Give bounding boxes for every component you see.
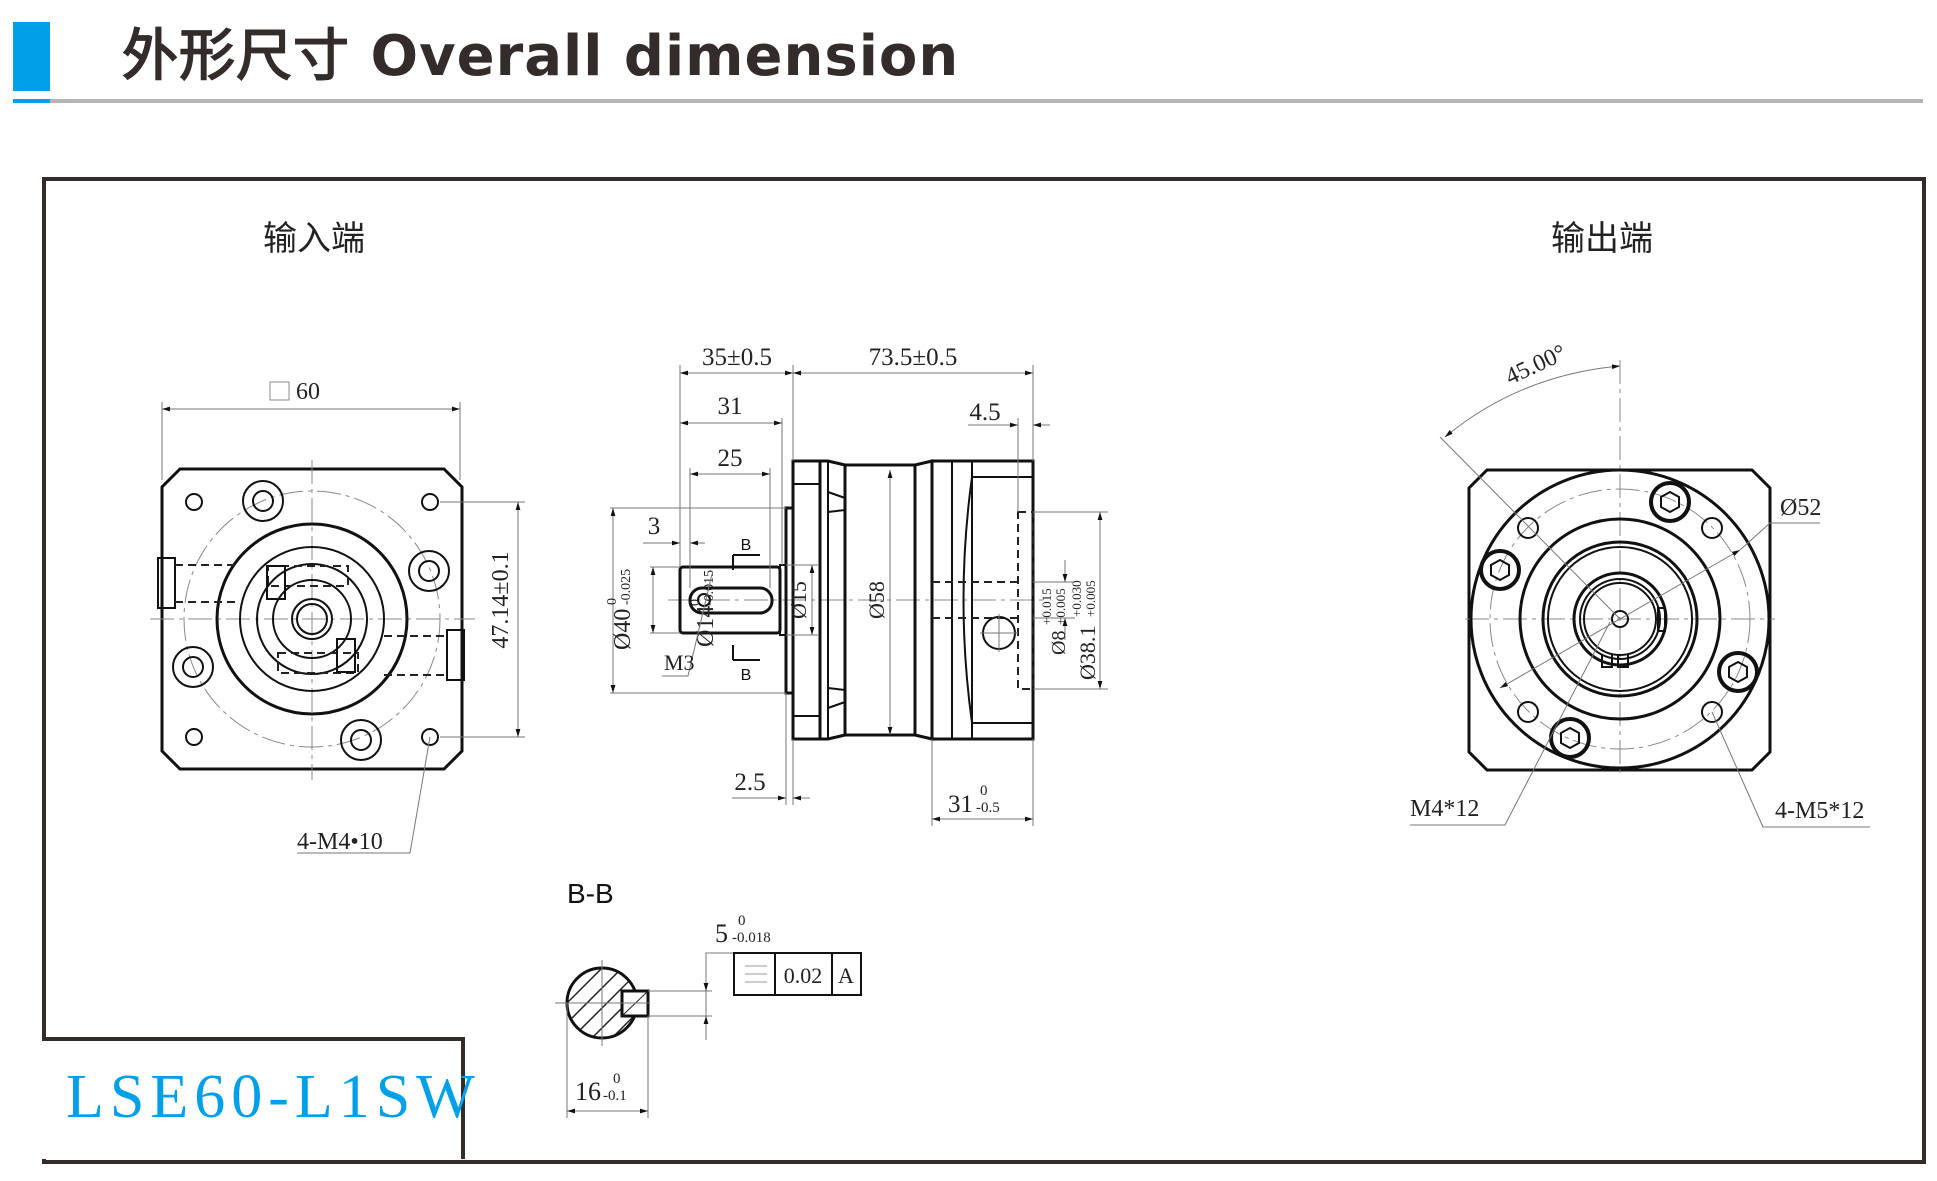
- dim-d15: Ø15: [786, 581, 811, 619]
- header-accent-square: [13, 22, 50, 91]
- square-symbol-icon: [269, 381, 290, 401]
- dim-d58: Ø58: [864, 581, 889, 619]
- dim-d38-1: Ø38.1 +0.030 +0.005: [1069, 580, 1100, 680]
- square-size-dim: 60: [296, 379, 320, 405]
- angle-dim: 45.00°: [1502, 340, 1571, 390]
- height-dim: 16: [575, 1077, 601, 1106]
- output-end-label: 输出端: [1551, 219, 1653, 259]
- pcd-dim: Ø52: [1780, 495, 1821, 521]
- dim-4-5: 4.5: [969, 399, 1000, 426]
- output-holes-callout: 4-M5*12: [1775, 798, 1864, 824]
- dim-31-bottom-upper: 0: [980, 783, 988, 799]
- screw-callout: M4*12: [1410, 796, 1479, 822]
- dim-d14-upper: 0: [688, 599, 703, 606]
- dim-d38-1-value: Ø38.1: [1075, 626, 1100, 680]
- thread-m3-callout: M3: [664, 650, 695, 675]
- dim-25: 25: [718, 445, 743, 472]
- dim-d40-lower: -0.025: [619, 569, 634, 605]
- datum-label: A: [838, 963, 854, 988]
- section-mark-bottom: B: [741, 667, 752, 684]
- dim-d8-upper: +0.015: [1039, 588, 1054, 625]
- drawing-frame: [42, 177, 1926, 1164]
- key-width-dim: 5: [715, 919, 728, 948]
- dim-31: 31: [718, 393, 743, 420]
- dim-d40: Ø40 0 -0.025: [605, 569, 636, 650]
- section-b-b: B-B 5 0 -0.018 0.02 A 16 0 -0.1: [555, 878, 862, 1118]
- height-upper: 0: [613, 1071, 621, 1087]
- dim-d14-lower: -0.015: [702, 570, 717, 606]
- symmetry-symbol-icon: [745, 965, 767, 983]
- dim-2-5: 2.5: [734, 769, 765, 796]
- height-lower: -0.1: [603, 1088, 627, 1104]
- section-title: B-B: [567, 878, 614, 909]
- dim-31-bottom-lower: -0.5: [976, 800, 1000, 816]
- header-underline: [13, 99, 1923, 103]
- dim-d40-value: Ø40: [610, 609, 636, 650]
- tolerance-value: 0.02: [784, 963, 823, 988]
- tolerance-frame: [733, 952, 862, 996]
- input-end-view: 60 47.14±0.1 4-M4•10: [150, 379, 525, 855]
- header-underline-accent: [13, 99, 50, 103]
- output-end-view: 45.00° Ø52 M4*12 4-M5*12: [1410, 340, 1870, 828]
- key-width-upper: 0: [738, 913, 746, 929]
- input-holes-callout: 4-M4•10: [297, 829, 383, 855]
- dim-3: 3: [648, 513, 661, 540]
- bolt-pcd-dim: 47.14±0.1: [488, 551, 514, 648]
- page-title: 外形尺寸 Overall dimension: [122, 22, 959, 92]
- model-box: [42, 1037, 465, 1159]
- key-width-lower: -0.018: [732, 930, 771, 946]
- section-mark-top: B: [741, 537, 752, 554]
- dim-31-bottom: 31: [948, 791, 973, 818]
- dim-d14-value: Ø14: [693, 606, 719, 647]
- dim-d38-1-lower: +0.005: [1083, 580, 1098, 617]
- side-view: 35±0.5 73.5±0.5 31 25 3 4.5 Ø40 0 -0.025…: [605, 344, 1108, 826]
- dim-d8: Ø8 +0.015 +0.005: [1039, 588, 1070, 655]
- title-cn: 外形尺寸: [122, 24, 350, 89]
- dim-73-5: 73.5±0.5: [869, 344, 958, 371]
- dim-d38-1-upper: +0.030: [1069, 580, 1084, 617]
- dim-d8-lower: +0.005: [1053, 588, 1068, 625]
- title-en: Overall dimension: [370, 24, 960, 89]
- dim-35: 35±0.5: [702, 344, 772, 371]
- model-number: LSE60-L1SW: [66, 1063, 481, 1131]
- input-end-label: 输入端: [263, 219, 365, 259]
- dim-d40-upper: 0: [605, 598, 620, 605]
- dim-d8-value: Ø8: [1048, 631, 1070, 655]
- dim-d14: Ø14 0 -0.015: [688, 570, 719, 647]
